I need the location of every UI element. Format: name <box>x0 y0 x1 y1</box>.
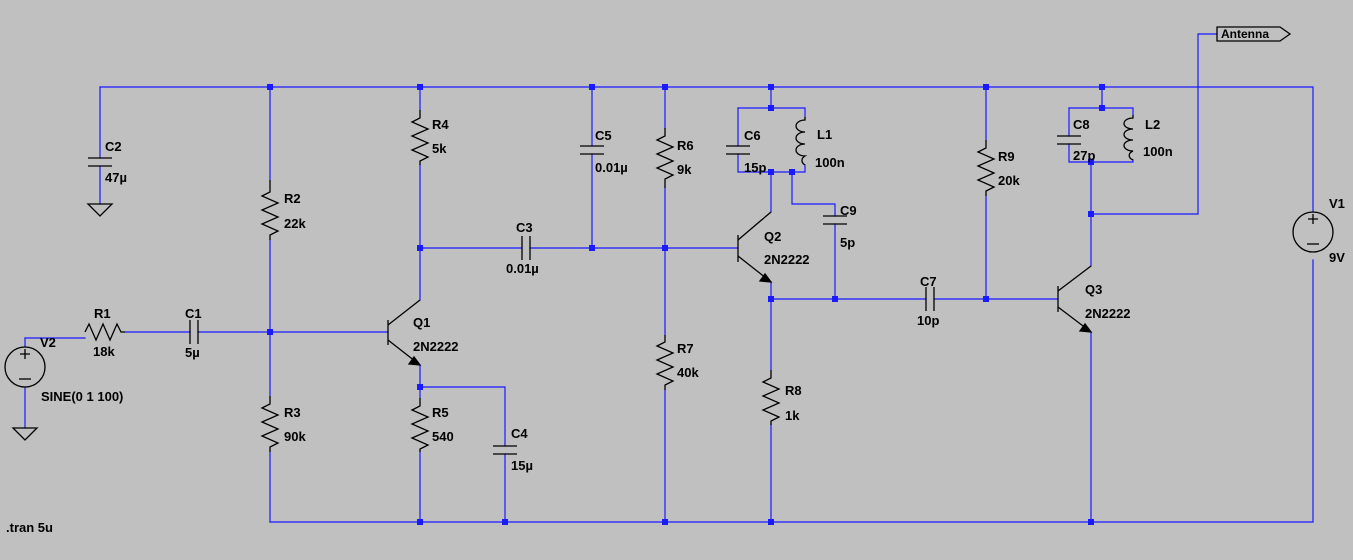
antenna-label-text: Antenna <box>1221 27 1269 41</box>
r4-value: 5k <box>432 141 447 156</box>
transistor-q1[interactable]: Q1 2N2222 <box>387 299 459 366</box>
c7-ref: C7 <box>920 274 937 289</box>
q3-value: 2N2222 <box>1085 306 1131 321</box>
c6-ref: C6 <box>744 128 761 143</box>
inductor-l2[interactable]: L2 100n <box>1123 115 1173 161</box>
c9-ref: C9 <box>840 203 857 218</box>
v2-ref: V2 <box>40 335 56 350</box>
c6-value: 15p <box>744 160 766 175</box>
resistor-r2[interactable]: R2 22k <box>260 180 306 240</box>
r2-ref: R2 <box>284 191 301 206</box>
voltage-source-v2[interactable]: V2 SINE(0 1 100) <box>4 335 123 404</box>
capacitor-c9[interactable]: C9 5p <box>823 203 857 250</box>
transistor-q3[interactable]: Q3 2N2222 <box>1057 265 1131 333</box>
capacitor-c8[interactable]: C8 27p <box>1057 117 1095 163</box>
junctions <box>267 84 1105 525</box>
c1-value: 5µ <box>185 345 200 360</box>
r3-ref: R3 <box>284 405 301 420</box>
capacitor-c2[interactable]: C2 47µ <box>88 139 127 185</box>
r7-value: 40k <box>677 365 699 380</box>
v1-value: 9V <box>1329 250 1345 265</box>
resistor-r9[interactable]: R9 20k <box>976 140 1020 196</box>
r9-ref: R9 <box>998 149 1015 164</box>
c9-value: 5p <box>840 235 855 250</box>
r1-ref: R1 <box>94 306 111 321</box>
capacitor-c4[interactable]: C4 15µ <box>493 426 533 473</box>
resistor-r8[interactable]: R8 1k <box>761 370 802 425</box>
capacitor-c6[interactable]: C6 15p <box>726 128 766 175</box>
c3-value: 0.01µ <box>506 261 539 276</box>
c5-value: 0.01µ <box>595 160 628 175</box>
voltage-source-v1[interactable]: V1 9V <box>1292 196 1345 265</box>
resistor-r6[interactable]: R6 9k <box>655 128 694 188</box>
ground-symbol <box>86 203 114 217</box>
resistor-r4[interactable]: R4 5k <box>410 110 449 165</box>
r8-ref: R8 <box>785 383 802 398</box>
l1-ref: L1 <box>817 127 832 142</box>
capacitor-c3[interactable]: C3 0.01µ <box>506 220 539 276</box>
c4-ref: C4 <box>511 426 528 441</box>
r6-value: 9k <box>677 162 692 177</box>
q3-ref: Q3 <box>1085 282 1102 297</box>
r9-value: 20k <box>998 173 1020 188</box>
r1-value: 18k <box>93 344 115 359</box>
q2-ref: Q2 <box>764 229 781 244</box>
capacitor-c5[interactable]: C5 0.01µ <box>580 128 628 175</box>
r5-value: 540 <box>432 429 454 444</box>
c2-ref: C2 <box>105 139 122 154</box>
q1-ref: Q1 <box>413 315 430 330</box>
resistor-r7[interactable]: R7 40k <box>655 335 699 390</box>
r3-value: 90k <box>284 429 306 444</box>
c7-value: 10p <box>917 313 939 328</box>
spice-directive[interactable]: .tran 5u <box>6 520 53 535</box>
c8-value: 27p <box>1073 148 1095 163</box>
c8-ref: C8 <box>1073 117 1090 132</box>
q2-value: 2N2222 <box>764 252 810 267</box>
r7-ref: R7 <box>677 341 694 356</box>
resistor-r5[interactable]: R5 540 <box>410 398 454 452</box>
r4-ref: R4 <box>432 117 449 132</box>
v1-ref: V1 <box>1329 196 1345 211</box>
l1-value: 100n <box>815 155 845 170</box>
c4-value: 15µ <box>511 458 533 473</box>
inductor-l1[interactable]: L1 100n <box>795 117 845 170</box>
r5-ref: R5 <box>432 405 449 420</box>
l2-ref: L2 <box>1145 117 1160 132</box>
wires <box>24 33 1314 523</box>
resistor-r3[interactable]: R3 90k <box>260 396 306 452</box>
r8-value: 1k <box>785 408 800 423</box>
l2-value: 100n <box>1143 144 1173 159</box>
transistor-q2[interactable]: Q2 2N2222 <box>737 211 810 283</box>
ground-symbol <box>11 427 39 441</box>
resistor-r1[interactable]: R1 18k <box>84 306 125 359</box>
c1-ref: C1 <box>185 306 202 321</box>
c5-ref: C5 <box>595 128 612 143</box>
capacitor-c1[interactable]: C1 5µ <box>185 306 202 360</box>
c2-value: 47µ <box>105 170 127 185</box>
antenna-net-label[interactable]: Antenna <box>1216 26 1292 42</box>
r6-ref: R6 <box>677 138 694 153</box>
q1-value: 2N2222 <box>413 339 459 354</box>
v2-value: SINE(0 1 100) <box>41 389 123 404</box>
capacitor-c7[interactable]: C7 10p <box>917 274 939 328</box>
c3-ref: C3 <box>516 220 533 235</box>
r2-value: 22k <box>284 216 306 231</box>
